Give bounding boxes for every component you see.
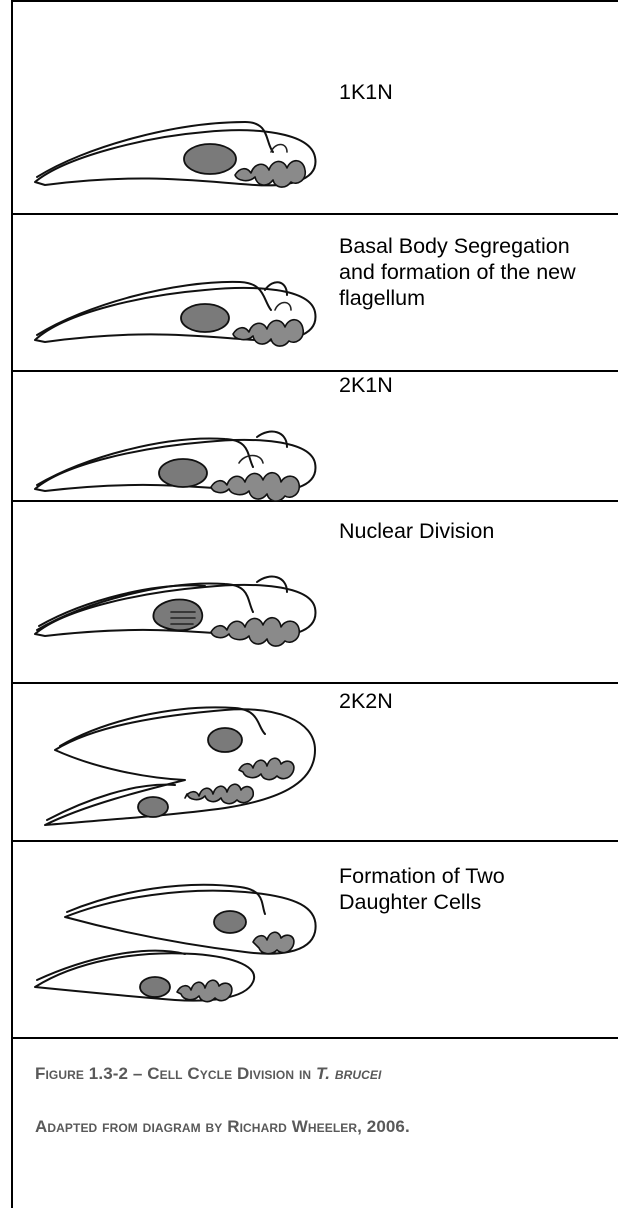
stage-label: Basal Body Segregation and formation of … xyxy=(339,233,599,311)
cell-illustration-1K1N xyxy=(25,82,325,232)
stage-label: Nuclear Division xyxy=(339,518,599,544)
stage-1K1N: 1K1N xyxy=(13,2,618,213)
stage-label: Formation of Two Daughter Cells xyxy=(339,863,599,915)
figure-caption-title: Figure 1.3-2 – Cell Cycle Division in xyxy=(35,1064,311,1083)
figure-credit: Adapted from diagram by Richard Wheeler,… xyxy=(35,1116,575,1138)
stage-label: 1K1N xyxy=(339,79,599,105)
stage-2K1N: 2K1N xyxy=(13,372,618,500)
cell-illustration-nuclear-division xyxy=(25,527,325,677)
cell-illustration-2K2N xyxy=(25,690,325,840)
stage-2K2N: 2K2N xyxy=(13,684,618,840)
stage-label: 2K1N xyxy=(339,372,599,398)
cell-illustration-daughter-cells xyxy=(25,862,325,1012)
cell-illustration-basal-body xyxy=(25,235,325,385)
figure-caption: Figure 1.3-2 – Cell Cycle Division in T.… xyxy=(35,1063,605,1085)
divider-6 xyxy=(13,1037,618,1039)
stage-label: 2K2N xyxy=(339,688,599,714)
figure-caption-organism: T. brucei xyxy=(316,1064,381,1083)
stage-basal-body-segregation: Basal Body Segregation and formation of … xyxy=(13,215,618,370)
stage-daughter-cells: Formation of Two Daughter Cells xyxy=(13,842,618,1037)
stage-nuclear-division: Nuclear Division xyxy=(13,502,618,682)
